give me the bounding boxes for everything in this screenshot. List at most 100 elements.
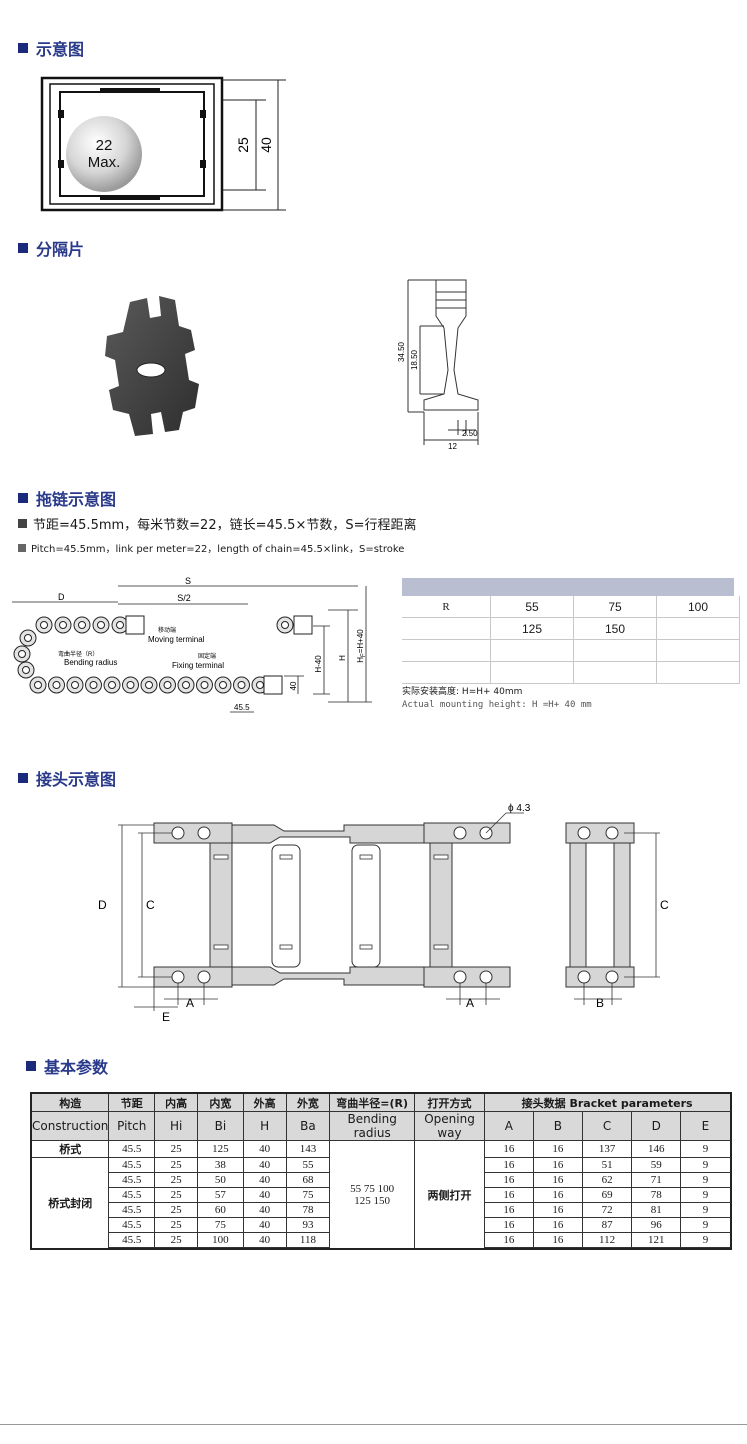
th-construction-cn: 构造 xyxy=(30,1092,110,1112)
radius-cell: 55 xyxy=(490,596,574,618)
square-bullet-icon xyxy=(18,773,28,783)
opening-cell: 两侧打开 xyxy=(414,1140,485,1250)
label-S2: S/2 xyxy=(177,593,191,603)
th-hi-en: Hi xyxy=(154,1111,199,1141)
moving-en: Moving terminal xyxy=(148,635,205,644)
dim-inner-label: 25 xyxy=(235,137,251,153)
th-h-en: H xyxy=(242,1111,287,1141)
phi-label: ϕ 4.3 xyxy=(508,803,531,814)
chain-link-hole xyxy=(71,681,79,689)
th-hi-cn: 内高 xyxy=(154,1092,199,1112)
dim-18-50: 18.50 xyxy=(410,349,419,370)
label-45-5: 45.5 xyxy=(234,703,250,712)
conn-label-C-side: C xyxy=(660,898,669,912)
th-pitch-en: Pitch xyxy=(108,1111,156,1141)
ball-label-top: 22 xyxy=(96,137,113,154)
section-title-connector: 接头示意图 xyxy=(18,766,116,790)
construction-cell: 桥式封闭 xyxy=(30,1157,110,1250)
label-S: S xyxy=(185,576,191,586)
chain-link-hole xyxy=(97,621,105,629)
th-e: E xyxy=(680,1111,731,1141)
chain-spec-en: Pitch=45.5mm，link per meter=22，length of… xyxy=(18,540,404,555)
max-ball-graphic xyxy=(66,116,142,192)
conn-label-C: C xyxy=(146,898,155,912)
radius-table: R 55 75 100 125 150 xyxy=(402,596,740,684)
connector-diagram: ϕ 4.3 D C A E A C B xyxy=(98,803,669,1024)
conn-label-A-right: A xyxy=(466,996,474,1010)
moving-cn: 移动端 xyxy=(158,626,176,634)
label-HF: HF=H+40 xyxy=(356,629,367,663)
radius-cell xyxy=(656,617,740,640)
bending-cn: 弯曲半径（R） xyxy=(58,650,98,658)
chain-link-hole xyxy=(281,621,289,629)
bending-en: Bending radius xyxy=(64,658,117,667)
chain-link-hole xyxy=(40,621,48,629)
chain-link-hole xyxy=(126,681,135,689)
divider-render-image xyxy=(105,296,199,436)
radius-cell: 125 xyxy=(490,617,574,640)
dim-12: 12 xyxy=(448,442,457,451)
chain-link-hole xyxy=(145,681,153,689)
chain-link-hole xyxy=(116,621,124,629)
label-H-40: H-40 xyxy=(314,655,323,673)
th-radius-en: Bending radius xyxy=(329,1111,416,1141)
radius-cell: 100 xyxy=(656,596,740,618)
th-ba-cn: 外宽 xyxy=(285,1092,331,1112)
section-title-params: 基本参数 xyxy=(26,1054,108,1078)
th-opening-en: Opening way xyxy=(414,1111,485,1141)
square-bullet-icon xyxy=(18,493,28,503)
dim-34-50: 34.50 xyxy=(397,341,406,362)
chain-link-hole xyxy=(219,681,227,689)
square-bullet-icon xyxy=(18,243,28,253)
chain-link-hole xyxy=(78,621,86,629)
chain-link-hole xyxy=(163,681,172,689)
conn-label-A-left: A xyxy=(186,996,194,1010)
th-pitch-cn: 节距 xyxy=(108,1092,156,1112)
th-opening-cn: 打开方式 xyxy=(414,1092,485,1112)
chain-link-hole xyxy=(22,666,30,674)
square-bullet-icon xyxy=(26,1061,36,1071)
th-bracket: 接头数据 Bracket parameters xyxy=(483,1092,731,1112)
radius-table-header-band xyxy=(402,578,734,596)
mount-height-cn: 实际安装高度: H=H+ 40mm xyxy=(402,687,523,697)
dim-2-50: 2.50 xyxy=(462,429,478,438)
chain-link-hole xyxy=(59,621,67,629)
fixing-en: Fixing terminal xyxy=(172,661,224,670)
footer-divider xyxy=(0,1424,747,1425)
square-bullet-icon xyxy=(18,43,28,53)
square-bullet-icon xyxy=(18,519,27,528)
radius-header-cell: R xyxy=(402,596,491,618)
chain-link-hole xyxy=(24,634,32,642)
th-construction-en: Construction xyxy=(30,1111,110,1141)
chain-link-hole xyxy=(18,650,26,658)
construction-cell: 桥式 xyxy=(30,1140,110,1158)
th-h-cn: 外高 xyxy=(242,1092,287,1112)
chain-link-hole xyxy=(52,681,61,689)
chain-spec-cn: 节距=45.5mm，每米节数=22，链长=45.5×节数，S=行程距离 xyxy=(18,514,416,533)
th-bi-en: Bi xyxy=(197,1111,244,1141)
chain-link-hole xyxy=(237,681,246,689)
th-a: A xyxy=(483,1111,534,1141)
th-ba-en: Ba xyxy=(285,1111,331,1141)
section-title-divider: 分隔片 xyxy=(18,236,84,260)
drag-chain-diagram: S S/2 D 移动端 Moving terminal 弯曲半径（R） Bend… xyxy=(12,576,372,713)
radius-cell: 75 xyxy=(573,596,657,618)
chain-link-hole xyxy=(34,681,42,689)
section-title-schematic: 示意图 xyxy=(18,36,84,60)
conn-label-B: B xyxy=(596,996,604,1010)
mount-height-en: Actual mounting height: H =H+ 40 mm xyxy=(402,700,592,710)
radius-cell: 150 xyxy=(573,617,657,640)
square-bullet-icon xyxy=(18,543,26,552)
ball-label-bottom: Max. xyxy=(88,154,121,171)
th-c: C xyxy=(581,1111,633,1141)
label-H: H xyxy=(338,655,347,661)
th-d: D xyxy=(631,1111,682,1141)
chain-link-hole xyxy=(89,681,98,689)
divider-dimension-drawing: 34.50 18.50 2.50 12 xyxy=(397,279,479,451)
section-title-chain: 拖链示意图 xyxy=(18,486,116,510)
params-table: 构造 节距 内高 内宽 外高 外宽 弯曲半径=(R) 打开方式 接头数据 Bra… xyxy=(30,1092,732,1250)
